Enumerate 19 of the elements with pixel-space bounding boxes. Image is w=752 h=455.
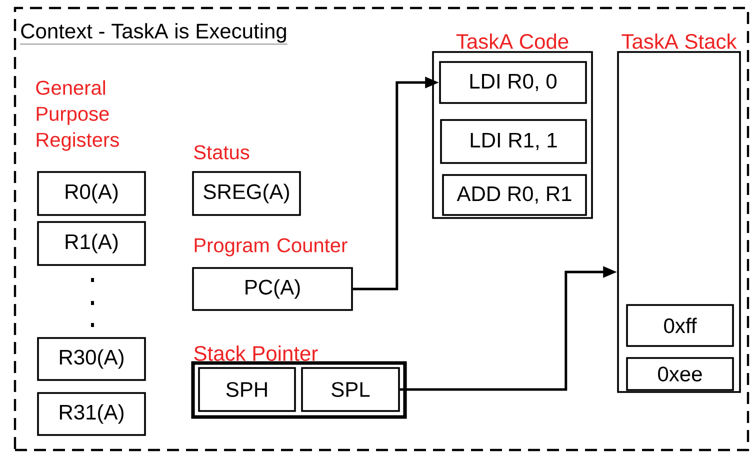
node-label: TaskA Stack xyxy=(622,33,737,49)
register-heading: Program Counter xyxy=(194,238,348,256)
memory-cell: 0xff xyxy=(626,304,734,347)
register-box: SPL xyxy=(301,367,400,412)
register-box: PC(A) xyxy=(192,267,353,311)
register-box: R30(A) xyxy=(37,337,146,381)
memory-cell: LDI R0, 0 xyxy=(439,61,587,104)
register-box: R1(A) xyxy=(37,221,146,266)
register-box: SREG(A) xyxy=(192,171,301,216)
register-box: SPH xyxy=(198,367,296,412)
node-label: TaskA Code xyxy=(456,33,568,49)
register-heading: Status xyxy=(194,145,250,160)
memory-cell: ADD R0, R1 xyxy=(442,174,587,216)
register-box: R0(A) xyxy=(37,171,146,216)
register-box: R31(A) xyxy=(37,392,146,436)
memory-cell: LDI R1, 1 xyxy=(440,119,587,164)
node-label: Stack Pointer xyxy=(194,345,318,361)
register-heading: General Purpose Registers xyxy=(36,80,119,151)
memory-cell: 0xee xyxy=(626,357,734,391)
